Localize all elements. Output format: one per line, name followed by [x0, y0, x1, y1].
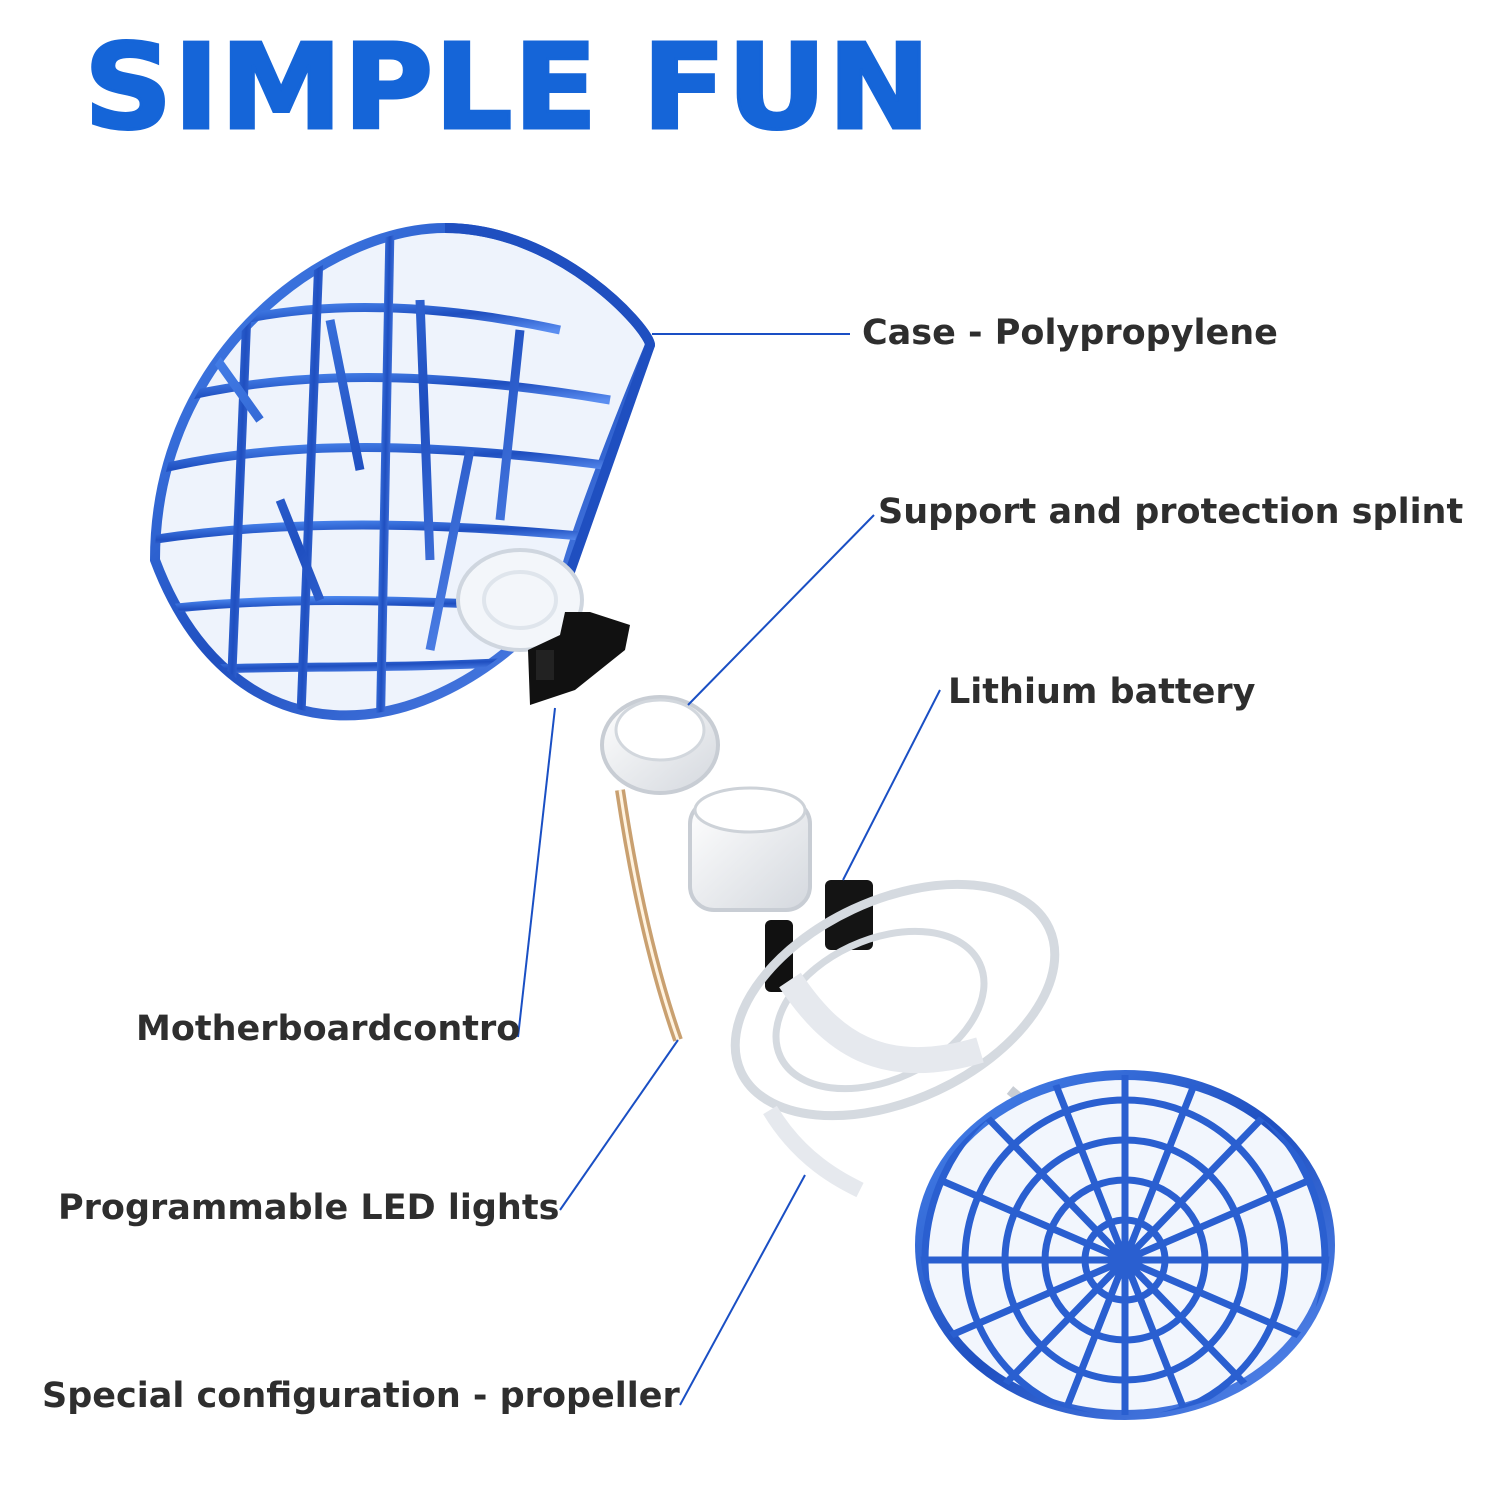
leader-lines: [517, 333, 941, 1406]
lens-disc: [456, 548, 584, 652]
led-strip-part: [615, 789, 683, 1042]
label-lithium-battery: Lithium battery: [948, 672, 1256, 712]
support-splint-part: [600, 695, 720, 795]
motor-part: [688, 786, 812, 912]
label-led-lights: Programmable LED lights: [58, 1188, 560, 1228]
page-title: SIMPLE FUN: [82, 18, 932, 156]
label-support-splint: Support and protection splint: [878, 492, 1464, 532]
label-propeller: Special configuration - propeller: [42, 1376, 680, 1416]
case-bottom-shell: [915, 1070, 1335, 1420]
label-motherboard: Motherboardcontro: [136, 1009, 521, 1049]
motherboard-part: [528, 612, 630, 705]
propeller-part: [730, 879, 1163, 1323]
label-case: Case - Polypropylene: [862, 313, 1278, 353]
